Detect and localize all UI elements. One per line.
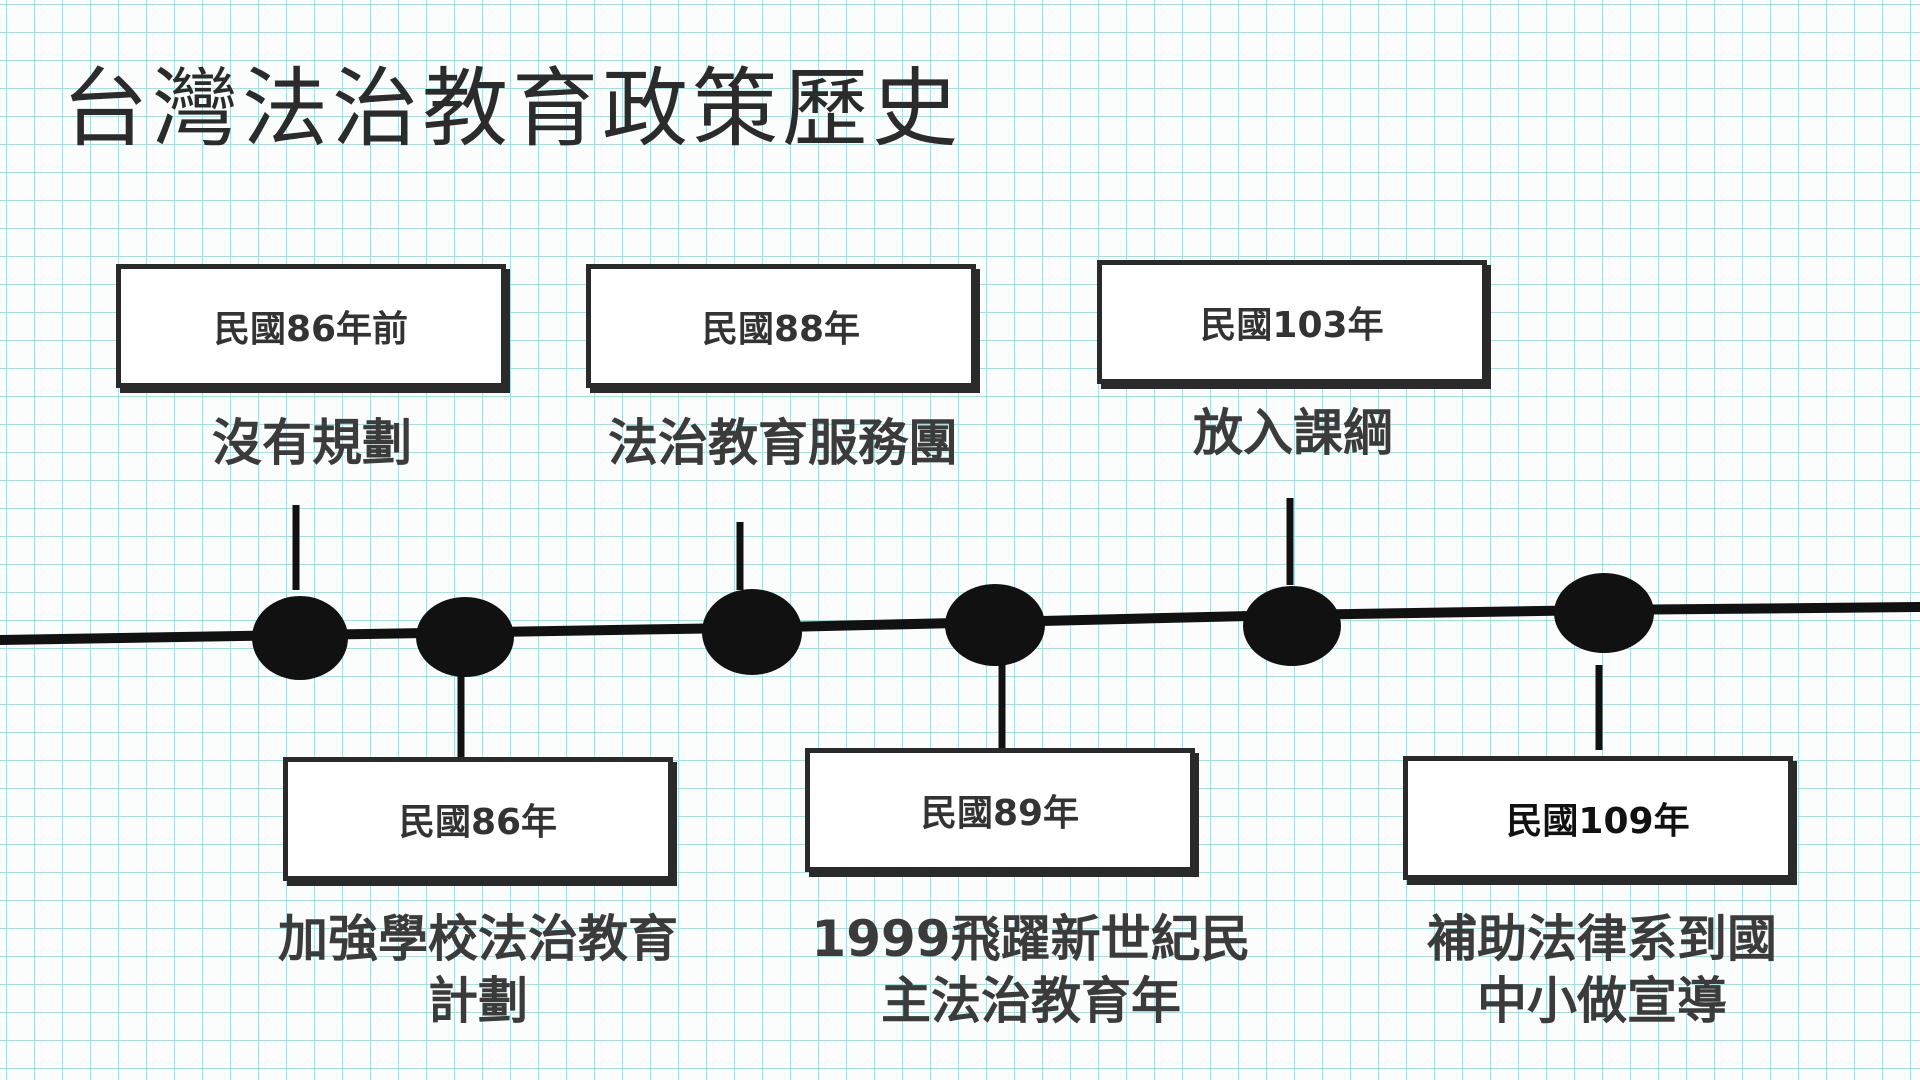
event-year-4: 民國89年 <box>920 793 1080 834</box>
event-desc-4: 1999飛躍新世紀民 主法治教育年 <box>811 910 1251 1030</box>
event-desc-1: 沒有規劃 <box>212 414 412 472</box>
event-box-4: 民國89年 <box>805 748 1195 872</box>
event-year-2: 民國86年 <box>398 802 558 843</box>
timeline-node-1 <box>252 596 348 680</box>
timeline-node-4 <box>945 584 1045 666</box>
event-year-5: 民國103年 <box>1200 305 1384 346</box>
event-year-3: 民國88年 <box>701 309 861 350</box>
timeline-node-5 <box>1243 586 1341 666</box>
event-box-1: 民國86年前 <box>116 264 506 388</box>
event-box-6: 民國109年 <box>1403 756 1793 880</box>
timeline-node-2 <box>416 597 514 677</box>
timeline-node-3 <box>702 589 802 675</box>
event-desc-3: 法治教育服務團 <box>608 414 958 472</box>
timeline-node-6 <box>1554 573 1654 653</box>
event-year-6: 民國109年 <box>1506 801 1690 842</box>
event-year-1: 民國86年前 <box>213 309 409 350</box>
event-desc-6: 補助法律系到國 中小做宣導 <box>1427 910 1777 1030</box>
event-box-5: 民國103年 <box>1097 260 1487 384</box>
event-desc-2: 加強學校法治教育 計劃 <box>278 910 678 1030</box>
slide-title: 台灣法治教育政策歷史 <box>62 59 962 159</box>
event-box-2: 民國86年 <box>283 757 673 881</box>
event-box-3: 民國88年 <box>586 264 976 388</box>
event-desc-5: 放入課綱 <box>1193 404 1393 462</box>
